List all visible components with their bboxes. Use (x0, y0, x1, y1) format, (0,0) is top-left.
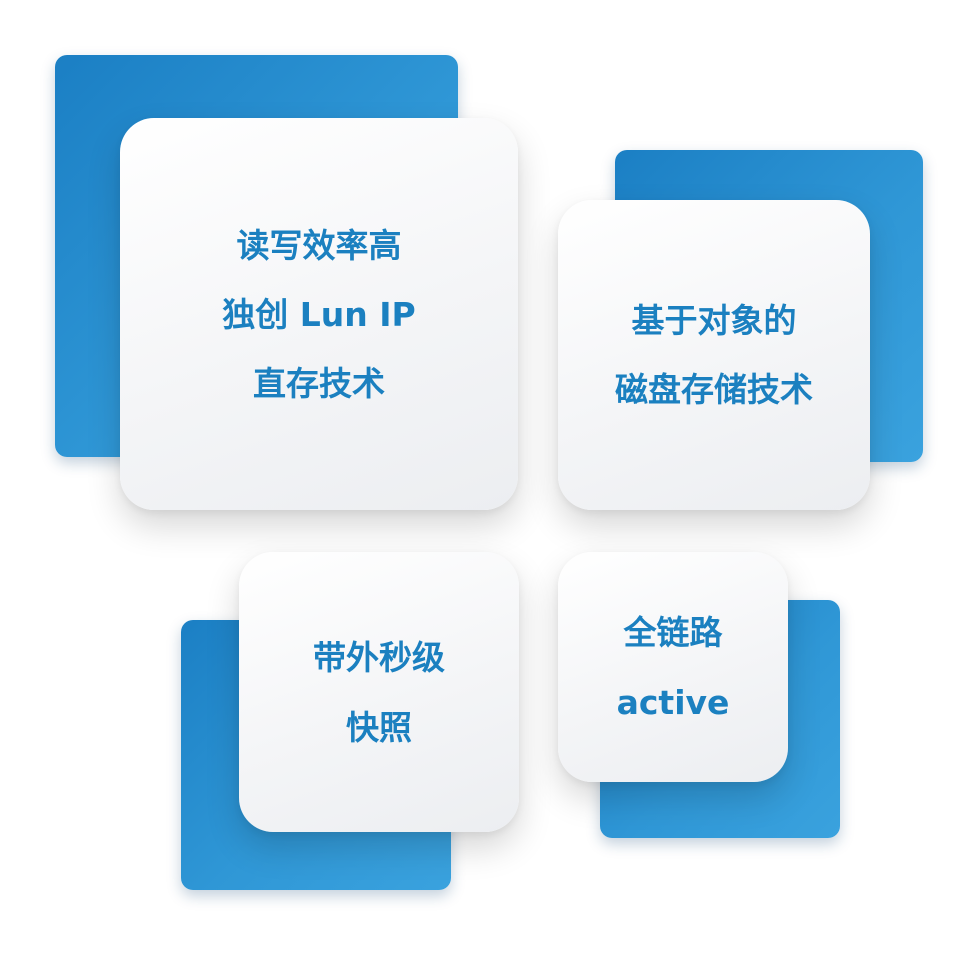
feature-card-bottom-right: 全链路 active (558, 552, 788, 782)
feature-card-line: active (616, 682, 730, 722)
feature-card-line: 磁盘存储技术 (615, 370, 813, 409)
feature-card-line: 带外秒级 (313, 637, 445, 677)
feature-card-top-right: 基于对象的 磁盘存储技术 (558, 200, 870, 510)
feature-card-line: 全链路 (623, 612, 723, 652)
feature-card-line: 基于对象的 (631, 301, 797, 340)
feature-card-line: 直存技术 (253, 363, 385, 403)
feature-card-line: 独创 Lun IP (222, 294, 416, 334)
feature-card-top-left: 读写效率高 独创 Lun IP 直存技术 (120, 118, 518, 510)
feature-card-line: 读写效率高 (236, 225, 402, 265)
feature-card-bottom-left: 带外秒级 快照 (239, 552, 519, 832)
feature-card-line: 快照 (346, 707, 412, 747)
